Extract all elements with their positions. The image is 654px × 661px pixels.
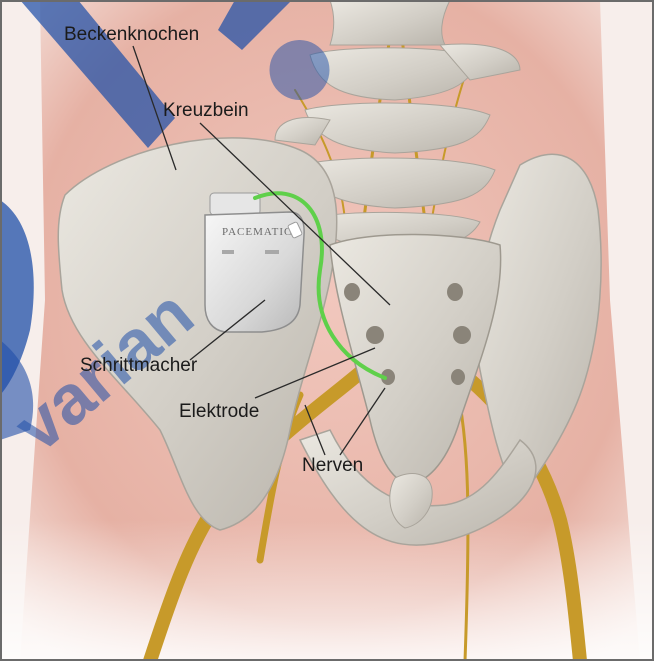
label-electrode: Elektrode <box>179 402 259 421</box>
label-nerves: Nerven <box>302 456 363 475</box>
pacemaker-brand: PACEMATIC <box>222 226 292 238</box>
label-pacemaker: Schrittmacher <box>80 356 197 375</box>
label-sacrum: Kreuzbein <box>163 101 249 120</box>
pacemaker-device: PACEMATIC <box>205 193 304 332</box>
label-pelvic-bone: Beckenknochen <box>64 25 199 44</box>
bottom-fade <box>0 520 654 661</box>
